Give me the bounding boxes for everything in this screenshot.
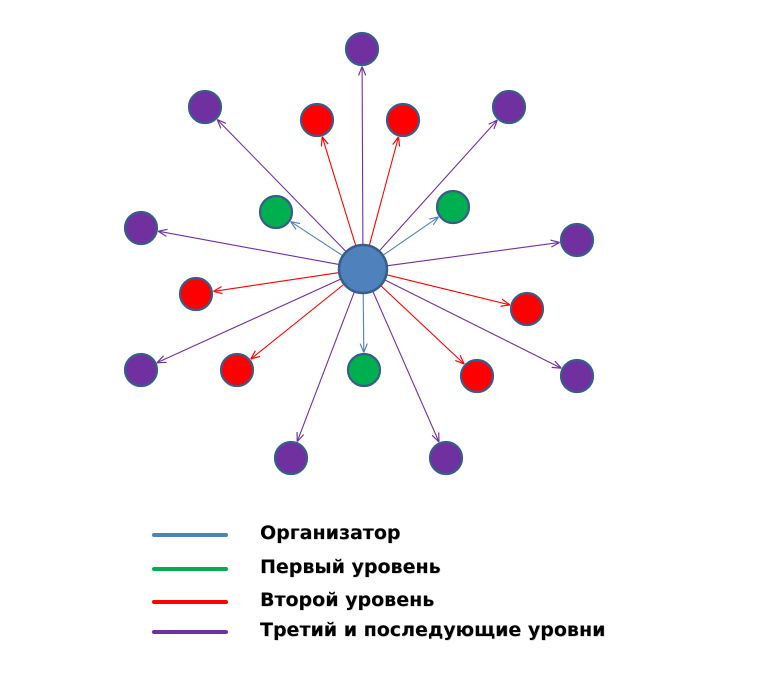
node-level2	[509, 291, 545, 327]
arrow-level2	[380, 284, 465, 364]
arrow-level3	[378, 120, 497, 252]
node-level2	[178, 276, 214, 312]
node-level1	[258, 194, 294, 230]
arrow-level3	[158, 231, 340, 266]
legend-item-level2: Второй уровень	[152, 589, 672, 613]
arrows-group	[157, 67, 561, 443]
legend-line-level3	[152, 630, 228, 634]
arrow-organizer	[291, 222, 344, 257]
arrow-level3	[386, 242, 560, 267]
legend-line-level2	[152, 600, 228, 604]
legend-label-level1: Первый уровень	[260, 556, 441, 578]
legend-line-organizer	[152, 533, 228, 537]
legend-item-organizer: Организатор	[152, 522, 672, 546]
legend-item-level1: Первый уровень	[152, 556, 672, 580]
arrow-organizer	[382, 217, 439, 256]
arrow-level2	[322, 137, 357, 247]
arrow-level2	[386, 274, 510, 305]
legend-item-level3: Третий и последующие уровни	[152, 619, 672, 643]
node-level3	[428, 440, 464, 476]
arrow-level2	[368, 137, 398, 246]
node-level3	[559, 358, 595, 394]
arrow-level2	[251, 283, 345, 359]
legend-line-level1	[152, 567, 228, 571]
legend-label-organizer: Организатор	[260, 522, 401, 544]
node-level3	[273, 440, 309, 476]
arrow-level2	[213, 272, 340, 292]
arrow-level3	[362, 67, 363, 246]
node-level3	[123, 352, 159, 388]
legend-label-level3: Третий и последующие уровни	[260, 619, 606, 641]
arrow-level3	[157, 278, 342, 363]
node-level3	[123, 210, 159, 246]
arrow-organizer	[363, 292, 364, 353]
arrow-level3	[297, 291, 356, 441]
node-level3	[187, 89, 223, 125]
legend-label-level2: Второй уровень	[260, 589, 435, 611]
node-organizer	[337, 243, 389, 295]
node-level3	[559, 222, 595, 258]
nodes-group	[123, 31, 595, 476]
node-level2	[385, 102, 421, 138]
network-diagram	[123, 31, 595, 476]
node-level2	[299, 102, 335, 138]
node-level2	[459, 358, 495, 394]
node-level3	[344, 31, 380, 67]
node-level2	[219, 352, 255, 388]
arrow-level3	[384, 279, 562, 369]
node-level1	[435, 189, 471, 225]
arrow-level3	[217, 120, 347, 253]
arrow-level3	[372, 290, 439, 442]
node-level1	[346, 352, 382, 388]
node-level3	[491, 89, 527, 125]
